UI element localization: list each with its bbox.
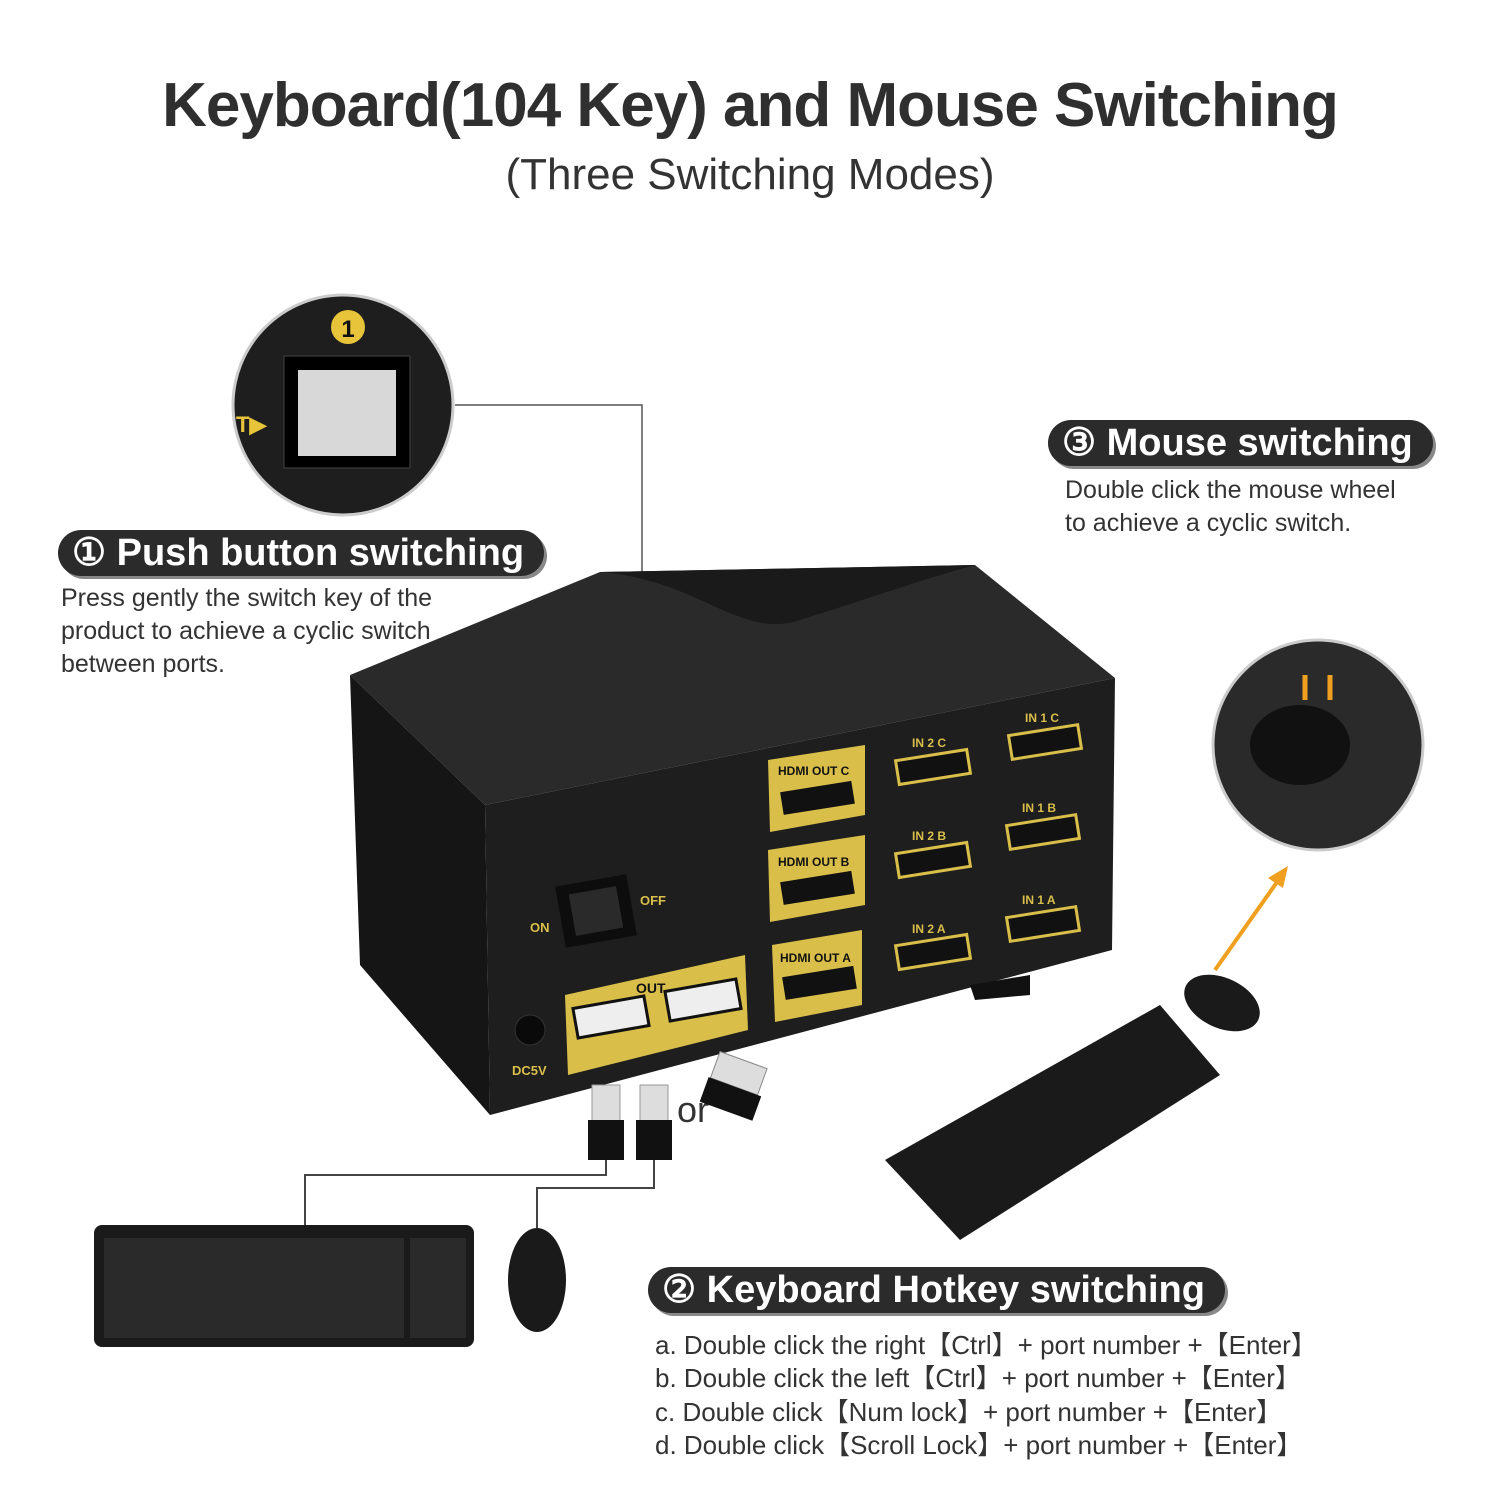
svg-text:IN 1 B: IN 1 B [1022,801,1056,815]
description-line: Double click the mouse wheel [1065,476,1396,504]
description-line: between ports. [61,650,225,678]
hotkey-item: b. Double click the left【Ctrl】+ port num… [655,1363,1301,1393]
svg-text:IN 2 B: IN 2 B [912,829,946,843]
svg-text:HDMI OUT A: HDMI OUT A [780,951,851,965]
push-button-inset: 1 T▶ [231,293,455,517]
svg-text:T▶: T▶ [236,412,267,437]
usb-cables [304,1084,672,1228]
keyboard-hotkey-switching-label: ② Keyboard Hotkey switching [648,1267,1225,1313]
connector-line [455,404,643,612]
push-button-switching-label: ① Push button switching [58,530,545,576]
description-line: to achieve a cyclic switch. [1065,509,1352,537]
badge-1-icon [331,310,365,344]
description-line: product to achieve a cyclic switch [61,617,431,645]
mouse-switching-label: ③ Mouse switching [1048,420,1433,466]
hotkey-item: a. Double click the right【Ctrl】+ port nu… [655,1330,1317,1360]
mouse-switching-description: Double click the mouse wheel to achieve … [1065,474,1396,540]
svg-text:IN 1 A: IN 1 A [1022,893,1056,907]
wireless-dongle [699,1050,768,1121]
hotkey-item: c. Double click【Num lock】+ port number +… [655,1397,1283,1427]
page-subtitle: (Three Switching Modes) [505,150,995,199]
svg-text:DC5V: DC5V [512,1063,547,1078]
push-button [298,370,396,456]
svg-text:1: 1 [341,316,354,343]
wired-mouse [508,1228,566,1332]
svg-text:OUT: OUT [636,980,666,996]
push-button-description: Press gently the switch key of the produ… [61,582,432,681]
page-title: Keyboard(104 Key) and Mouse Switching [162,71,1339,140]
wired-keyboard [94,1225,474,1347]
svg-text:ON: ON [530,920,550,935]
mouse-wheel-inset [1211,638,1425,852]
arrow-icon [1213,873,1284,972]
wireless-mouse [1184,974,1260,1032]
kvm-switch-device: ON OFF DC5V OUT HDMI OUT C HDMI OUT B HD… [350,565,1115,1115]
hotkey-item: d. Double click【Scroll Lock】+ port numbe… [655,1430,1303,1460]
usb-port-keyboard [663,977,743,1023]
svg-text:OFF: OFF [640,893,666,908]
description-line: Press gently the switch key of the [61,584,433,612]
svg-text:IN 2 A: IN 2 A [912,922,946,936]
svg-text:IN 2 C: IN 2 C [912,736,946,750]
wireless-keyboard [885,1005,1220,1240]
dc-jack [514,1014,546,1046]
svg-text:IN 1 C: IN 1 C [1025,711,1059,725]
hdmi-ports [776,722,1084,1004]
svg-text:HDMI OUT C: HDMI OUT C [778,764,850,778]
usb-port-mouse [571,994,651,1040]
svg-text:HDMI OUT B: HDMI OUT B [778,855,850,869]
power-switch [568,886,624,936]
